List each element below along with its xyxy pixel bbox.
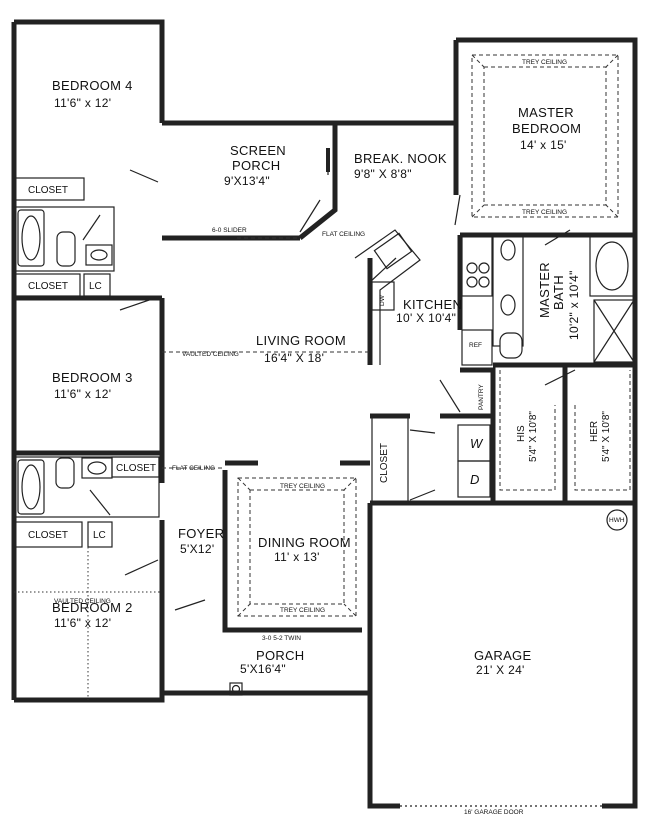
bedroom4-name: BEDROOM 4 [52,78,133,93]
window-twin-label: 3-0 5-2 TWIN [262,635,301,642]
dishwasher-label: DW [379,294,386,306]
flat-ceiling-nook: FLAT CEILING [322,231,365,238]
bedroom3-dim: 11'6" x 12' [54,387,111,401]
porch-name: PORCH [256,648,304,663]
bedroom3-name: BEDROOM 3 [52,370,133,385]
dining-room-name: DINING ROOM [258,535,351,550]
screen-porch-name2: PORCH [232,158,280,173]
slider-label: 6-0 SLIDER [212,227,247,234]
break-nook-dim: 9'8" X 8'8" [354,167,412,181]
trey-ceiling-master-top: TREY CEILING [522,59,567,66]
interior-lines [13,150,635,807]
living-room-dim: 16'4" X 18' [264,351,324,365]
bedroom4-closet-label: CLOSET [28,185,68,196]
kitchen-name: KITCHEN [403,297,462,312]
pantry-label: PANTRY [478,384,485,410]
small-labels: CLOSET CLOSET LC CLOSET CLOSET LC CLOSET… [28,59,625,816]
her-dim: 5'4" X 10'8" [601,411,612,462]
garage-dim: 21' X 24' [476,663,525,677]
master-bedroom-name: MASTER [518,105,574,120]
bath2-closet-label: CLOSET [116,463,156,474]
garage-name: GARAGE [474,648,531,663]
garage-door-label: 16' GARAGE DOOR [464,809,524,816]
bath-closet-label: CLOSET [28,281,68,292]
refrigerator-label: REF [469,342,482,349]
living-room-name: LIVING ROOM [256,333,346,348]
bedroom2-name: BEDROOM 2 [52,600,133,615]
flat-ceiling-hall: FLAT CEILING [172,465,215,472]
lc-label-2: LC [93,530,106,541]
bedroom2-dim: 11'6" x 12' [54,616,111,630]
washer-label: W [470,436,484,451]
trey-ceiling-dining-top: TREY CEILING [280,483,325,490]
master-bedroom-dim: 14' x 15' [520,138,567,152]
trey-ceiling-dining-bottom: TREY CEILING [280,607,325,614]
foyer-dim: 5'X12' [180,542,214,556]
bedroom2-closet-label: CLOSET [28,530,68,541]
master-bedroom-name2: BEDROOM [512,121,581,136]
master-bath-name: MASTER [537,262,552,318]
master-bath-dim: 10'2" x 10'4" [567,270,581,340]
his-dim: 5'4" X 10'8" [528,411,539,462]
dining-room-dim: 11' x 13' [274,550,320,564]
hwh-label: HWH [609,517,625,524]
lc-label-1: LC [89,281,102,292]
porch-dim: 5'X16'4" [240,662,286,676]
room-labels: BEDROOM 4 11'6" x 12' SCREEN PORCH 9'X13… [52,78,612,677]
screen-porch-name: SCREEN [230,143,286,158]
foyer-name: FOYER [178,526,224,541]
trey-ceilings [162,54,619,617]
trey-ceiling-master-bottom: TREY CEILING [522,209,567,216]
vaulted-ceiling-bedroom2: VAULTED CEILING [54,598,111,605]
dryer-label: D [470,472,480,487]
laundry-closet-label: CLOSET [379,443,390,483]
break-nook-name: BREAK. NOOK [354,151,447,166]
kitchen-dim: 10' X 10'4" [396,311,456,325]
window-hatches [12,38,637,632]
his-name: HIS [516,425,527,442]
bedroom4-dim: 11'6" x 12' [54,96,111,110]
vaulted-ceiling-living: VAULTED CEILING [182,351,239,358]
her-name: HER [589,421,600,442]
screen-porch-dim: 9'X13'4" [224,174,270,188]
master-bath-name2: BATH [551,275,566,310]
